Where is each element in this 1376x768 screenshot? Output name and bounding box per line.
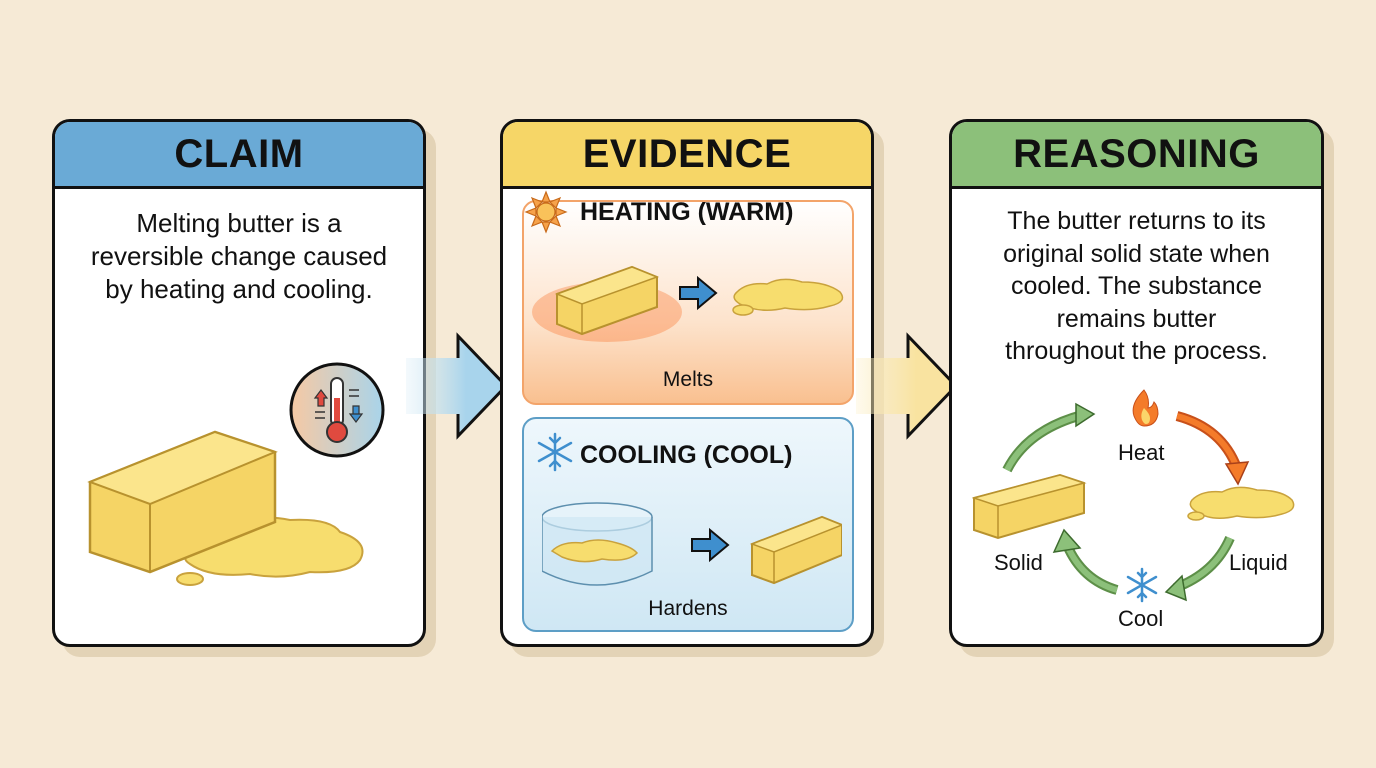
reasoning-line: The butter returns to its <box>1007 207 1266 235</box>
cooling-section: COOLING (COOL) Hardens <box>522 417 854 632</box>
reasoning-header: REASONING <box>952 122 1321 189</box>
heating-title: HEATING (WARM) <box>580 198 794 226</box>
cycle-label-cool: Cool <box>1118 606 1164 631</box>
flame-icon <box>1132 389 1159 427</box>
heating-caption: Melts <box>662 368 714 391</box>
thermometer-icon <box>289 362 385 458</box>
claim-line: by heating and cooling. <box>105 274 373 304</box>
reasoning-line: remains butter <box>1056 304 1217 333</box>
hardening-illustration <box>542 502 842 586</box>
claim-panel: CLAIM Melting butter is a reversible cha… <box>52 119 426 647</box>
claim-line: Melting butter is a <box>136 208 342 238</box>
sun-icon <box>524 190 568 234</box>
reasoning-line: original solid state when <box>1003 239 1270 268</box>
heating-section: HEATING (WARM) Melts <box>522 190 854 405</box>
evidence-panel: EVIDENCE HEATING (WARM) Melts <box>500 119 874 647</box>
snowflake-cycle-icon <box>1126 567 1158 603</box>
evidence-header: EVIDENCE <box>503 122 871 189</box>
state-change-cycle <box>972 389 1295 603</box>
claim-text: Melting butter is a reversible change ca… <box>55 207 423 306</box>
cycle-label-solid: Solid <box>994 550 1043 575</box>
snowflake-icon <box>537 432 573 472</box>
claim-header: CLAIM <box>55 122 423 189</box>
cooling-caption: Hardens <box>648 597 728 620</box>
reasoning-text: The butter returns to its original solid… <box>952 205 1321 368</box>
cooling-title: COOLING (COOL) <box>580 441 793 469</box>
reasoning-line: throughout the process. <box>1005 337 1268 365</box>
reasoning-line: cooled. The substance <box>1010 272 1263 300</box>
butter-block-and-puddle <box>87 430 364 586</box>
reasoning-panel: REASONING The butter returns to its orig… <box>949 119 1324 647</box>
claim-line: reversible change caused <box>90 241 388 271</box>
melting-illustration <box>532 265 844 342</box>
cycle-label-heat: Heat <box>1118 440 1165 465</box>
cycle-label-liquid: Liquid <box>1229 550 1288 575</box>
